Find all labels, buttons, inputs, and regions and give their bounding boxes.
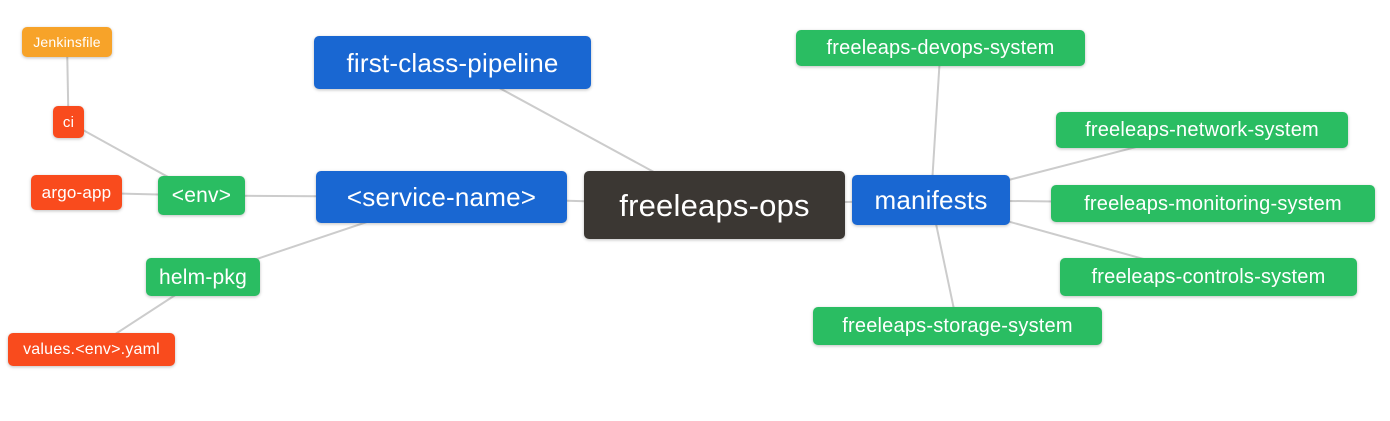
node-freeleaps-ops[interactable]: freeleaps-ops	[584, 171, 845, 239]
node-argo-app[interactable]: argo-app	[31, 175, 122, 210]
node-manifests[interactable]: manifests	[852, 175, 1010, 225]
node-env[interactable]: <env>	[158, 176, 245, 215]
node-helm-pkg[interactable]: helm-pkg	[146, 258, 260, 296]
node-devops-system[interactable]: freeleaps-devops-system	[796, 30, 1085, 66]
node-first-class-pipeline[interactable]: first-class-pipeline	[314, 36, 591, 89]
node-values-env-yaml[interactable]: values.<env>.yaml	[8, 333, 175, 366]
node-network-system[interactable]: freeleaps-network-system	[1056, 112, 1348, 148]
node-service-name[interactable]: <service-name>	[316, 171, 567, 223]
node-jenkinsfile[interactable]: Jenkinsfile	[22, 27, 112, 57]
node-ci[interactable]: ci	[53, 106, 84, 138]
edge-manifests-devops-system	[930, 47, 942, 201]
node-controls-system[interactable]: freeleaps-controls-system	[1060, 258, 1357, 296]
node-storage-system[interactable]: freeleaps-storage-system	[813, 307, 1102, 345]
node-monitoring-system[interactable]: freeleaps-monitoring-system	[1051, 185, 1375, 222]
